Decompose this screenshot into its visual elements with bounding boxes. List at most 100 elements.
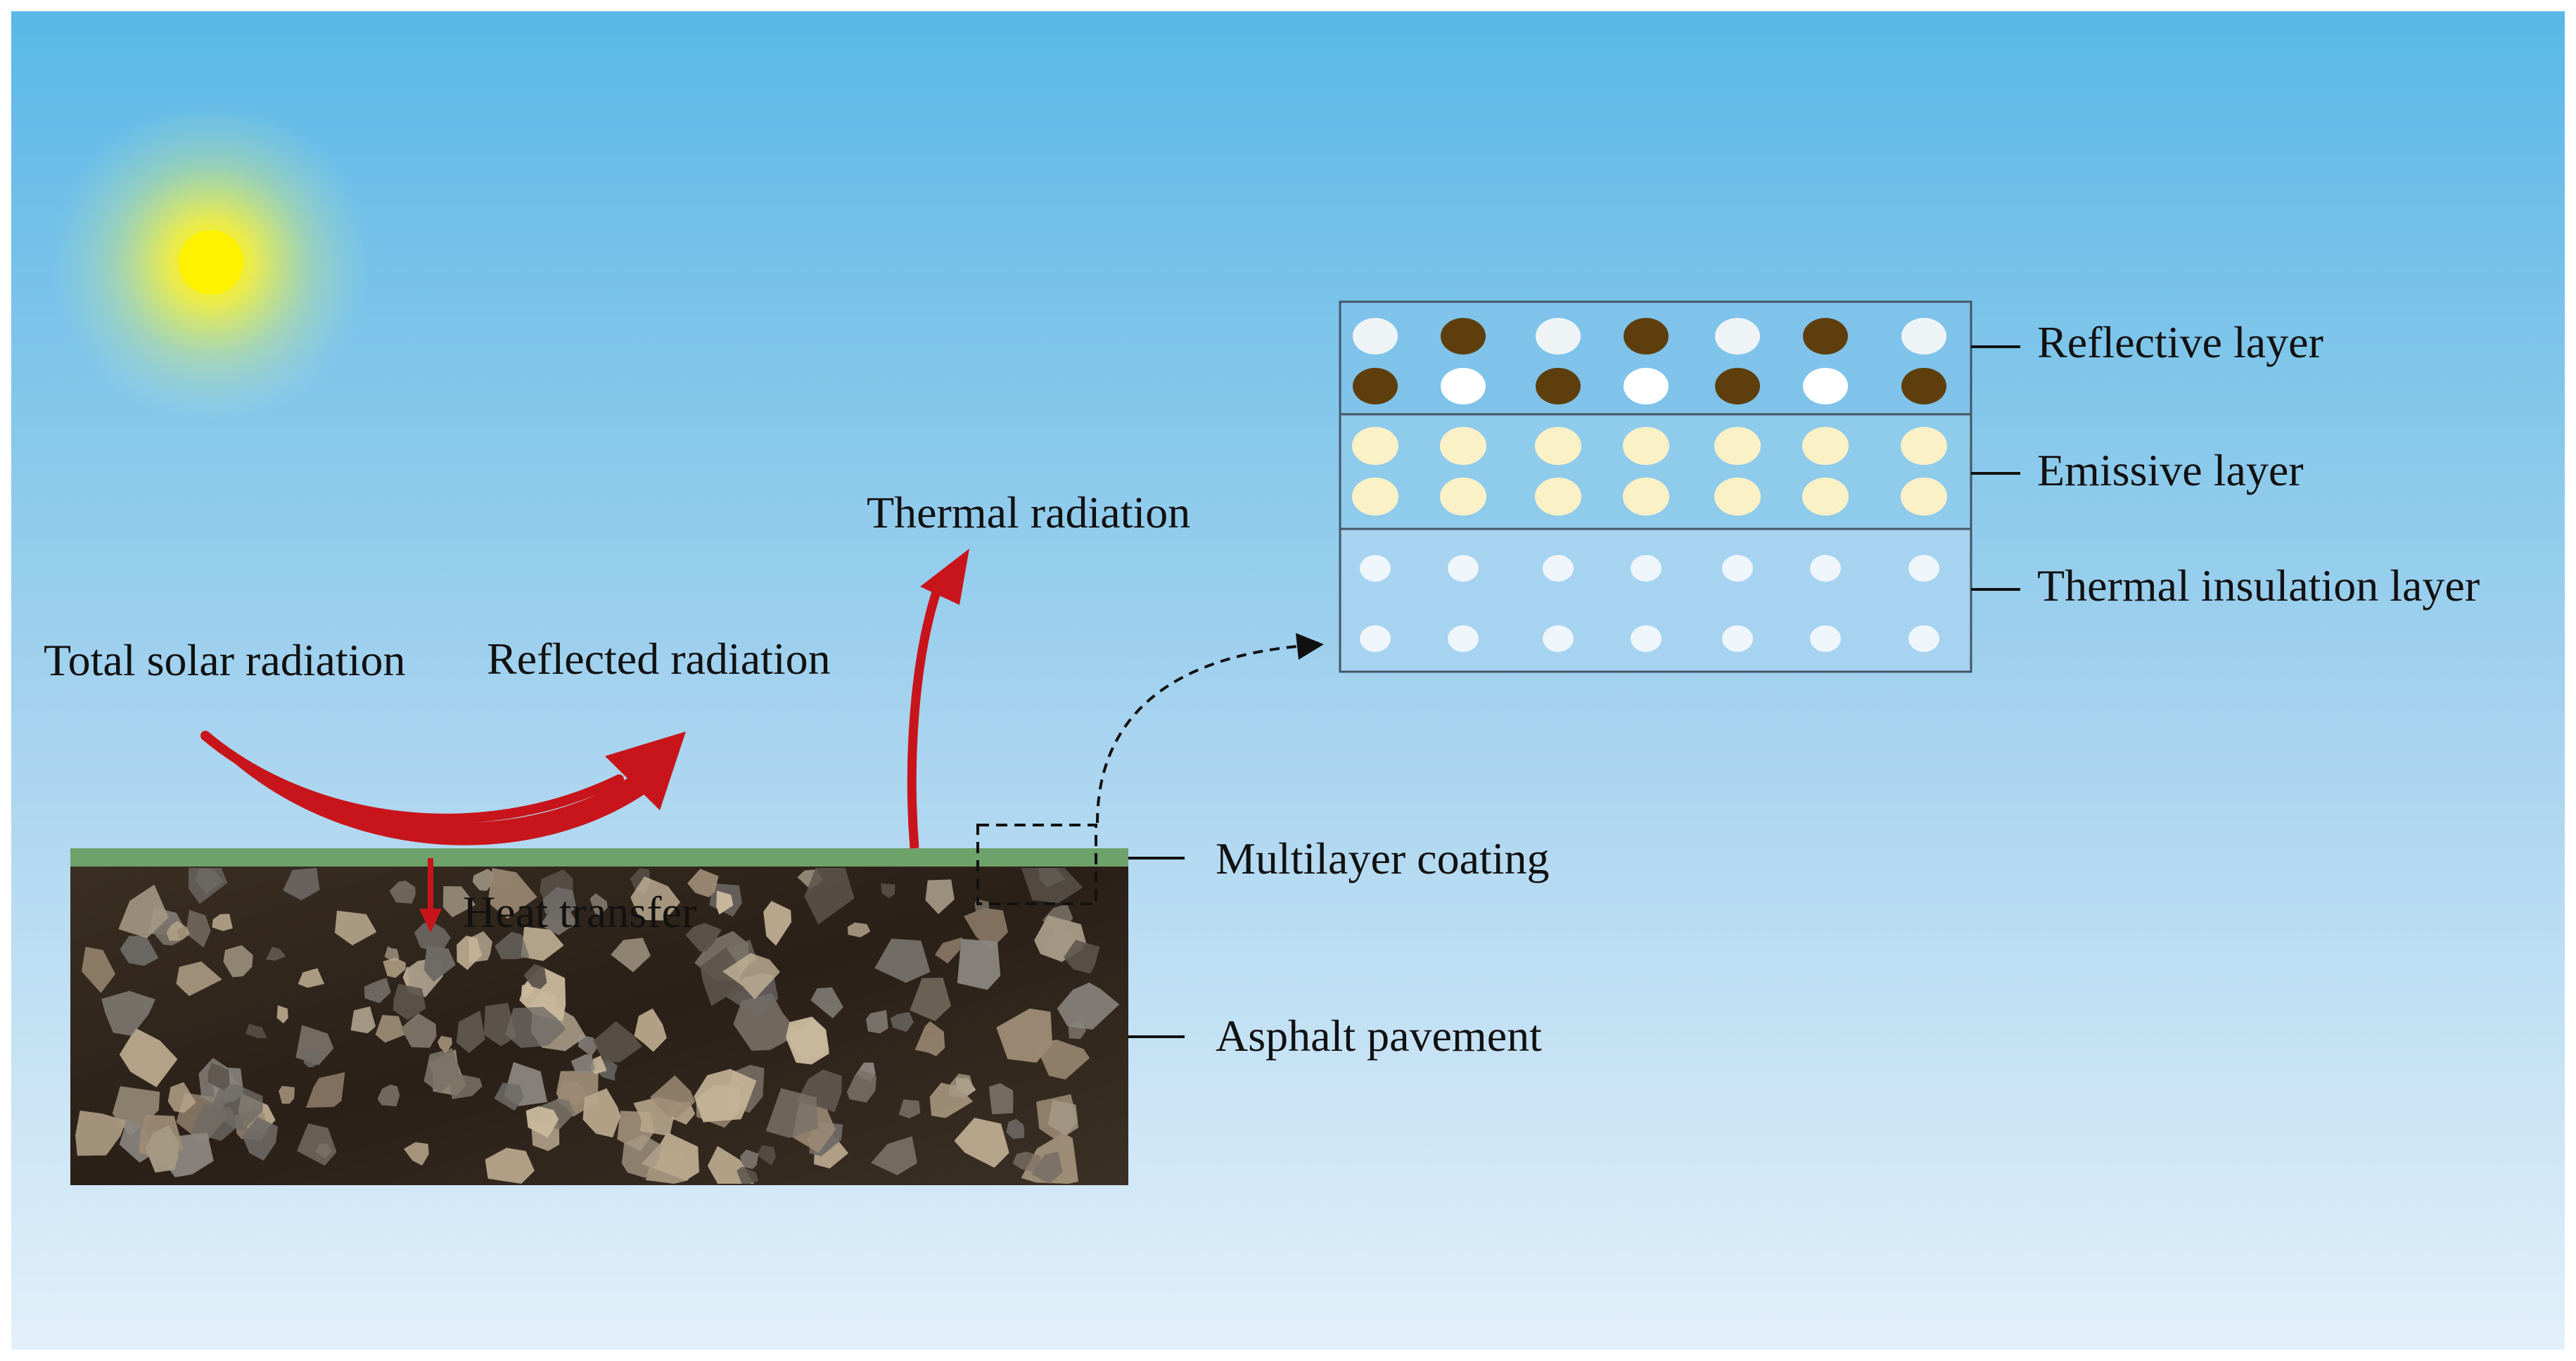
aggregate-stone: [176, 961, 222, 997]
aggregate-stone: [874, 938, 931, 983]
aggregate-stone: [1012, 1151, 1041, 1172]
aggregate-stone: [212, 914, 233, 931]
aggregate-stone: [210, 1084, 263, 1132]
insulation-particle: [1722, 625, 1753, 652]
aggregate-stone: [871, 1136, 917, 1175]
asphalt-pavement: [70, 864, 1128, 1185]
aggregate-stone: [448, 1074, 483, 1099]
aggregate-stone: [298, 968, 325, 988]
aggregate-stone: [914, 1021, 945, 1056]
aggregate-stone: [414, 920, 451, 953]
white-particle: [1901, 318, 1946, 354]
aggregate-stone: [954, 1118, 1009, 1168]
aggregate-stone: [634, 1008, 667, 1052]
aggregate-stone: [700, 947, 744, 1007]
aggregate-stone: [81, 947, 115, 993]
aggregate-stone: [384, 946, 400, 961]
aggregate-stone: [716, 890, 734, 915]
aggregate-stone: [910, 977, 951, 1021]
insulation-particle: [1360, 555, 1391, 582]
aggregate-stone: [400, 1013, 437, 1048]
white-particle: [1441, 368, 1486, 404]
aggregate-stone: [1047, 1099, 1079, 1136]
aggregate-stone: [101, 990, 155, 1036]
cream-particle: [1440, 427, 1486, 465]
aggregate-stone: [118, 884, 169, 938]
layer-detail-panel: [1339, 300, 1972, 673]
aggregate-stone: [523, 964, 547, 990]
brown-particle: [1441, 318, 1486, 354]
aggregate-stone: [393, 983, 426, 1021]
aggregate-stone: [75, 1110, 127, 1156]
aggregate-stone: [630, 876, 681, 921]
aggregate-stone: [722, 953, 780, 999]
cream-particle: [1623, 478, 1669, 516]
asphalt-pavement-label: Asphalt pavement: [1216, 1011, 1542, 1061]
aggregate-stone: [589, 893, 608, 916]
aggregate-stone: [611, 938, 651, 973]
insulation-particle: [1908, 625, 1939, 652]
brown-particle: [1624, 318, 1669, 354]
aggregate-stone: [685, 923, 722, 952]
aggregate-stone: [383, 957, 406, 978]
aggregate-stone: [364, 978, 391, 1004]
aggregate-stone: [442, 886, 476, 918]
heat-transfer-label: Heat transfer: [463, 887, 696, 937]
insulation-particle: [1448, 625, 1479, 652]
reflected-radiation-label: Reflected radiation: [487, 634, 831, 684]
aggregate-stone: [195, 868, 223, 895]
aggregate-stone: [487, 868, 537, 919]
aggregate-stone: [737, 1166, 758, 1184]
aggregate-stone: [866, 1010, 888, 1034]
reflective-layer-label: Reflective layer: [2037, 317, 2323, 367]
aggregate-stone: [472, 869, 495, 891]
aggregate-stone: [542, 887, 577, 922]
cream-particle: [1535, 478, 1581, 516]
thermal-radiation-arrow: [907, 549, 969, 849]
insulation-particle: [1631, 555, 1662, 582]
aggregate-stone: [898, 1099, 921, 1119]
aggregate-stone: [423, 945, 456, 982]
aggregate-stone: [223, 945, 253, 978]
cream-particle: [1440, 478, 1486, 516]
brown-particle: [1715, 368, 1760, 404]
aggregate-stone: [167, 1082, 196, 1113]
insulation-particle: [1360, 625, 1391, 652]
aggregate-stone: [112, 1086, 160, 1137]
aggregate-stone: [582, 1088, 621, 1138]
aggregate-stone: [242, 1116, 279, 1161]
aggregate-stone: [1021, 868, 1083, 904]
aggregate-stone: [494, 1082, 524, 1111]
aggregate-stone: [847, 922, 871, 938]
layer-particles: [1352, 318, 1947, 652]
zoom-arrow: [1096, 644, 1306, 824]
aggregate-stone: [740, 1149, 759, 1169]
cream-particle: [1714, 478, 1761, 516]
aggregate-stone: [578, 1035, 599, 1056]
insulation-particle: [1543, 625, 1574, 652]
aggregate-stone: [846, 1068, 877, 1103]
aggregate-stone: [763, 900, 792, 946]
leader-lines: [1128, 345, 2020, 1038]
aggregate-stone: [621, 1135, 663, 1178]
aggregate-stone: [185, 909, 211, 947]
aggregate-stone: [403, 1142, 429, 1166]
heat-transfer-arrow: [419, 858, 442, 933]
aggregate-stone: [485, 1147, 535, 1184]
aggregate-stone: [303, 1049, 320, 1068]
aggregate-stone: [935, 937, 962, 964]
insulation-layer-label: Thermal insulation layer: [2037, 561, 2480, 611]
aggregate-stone: [592, 1021, 642, 1063]
aggregate-stones: [75, 868, 1120, 1184]
aggregate-stone: [756, 1144, 776, 1165]
aggregate-stone: [1057, 982, 1120, 1030]
aggregate-stone: [437, 1035, 452, 1054]
aggregate-stone: [375, 1015, 406, 1043]
aggregate-stone: [1006, 1118, 1025, 1139]
insulation-particle: [1722, 555, 1753, 582]
aggregate-stone: [1031, 1151, 1063, 1184]
aggregate-stone: [334, 910, 377, 946]
aggregate-stone: [120, 935, 159, 966]
aggregate-stone: [570, 1054, 595, 1074]
insulation-layer-box: [1339, 528, 1972, 673]
